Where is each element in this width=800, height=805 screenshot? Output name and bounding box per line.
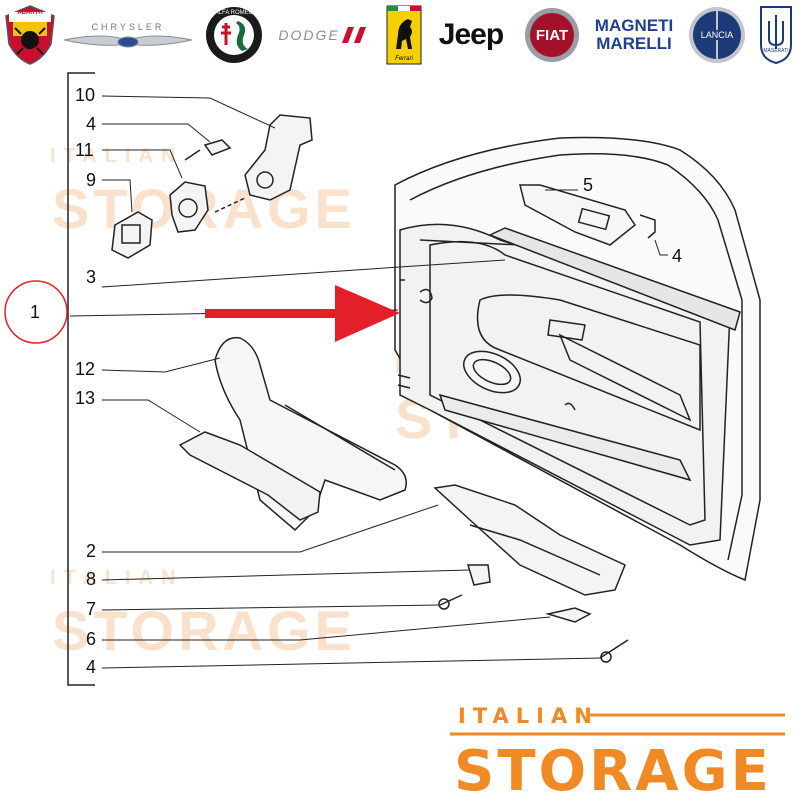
watermark-bottom-line1: ITALIAN [50, 567, 183, 589]
italian-storage-logo: ITALIAN STORAGE [440, 700, 800, 804]
callout-label: 1 [30, 302, 40, 322]
callout-label: 12 [75, 359, 95, 379]
callout-label: 11 [75, 140, 94, 160]
dodge-name: DODGE [278, 27, 340, 43]
magneti-marelli-logo: MAGNETI MARELLI [588, 4, 680, 66]
ferrari-name: Ferrari [395, 56, 413, 62]
abarth-logo: ABARTH [2, 4, 58, 66]
lancia-logo: LANCIA [686, 4, 748, 66]
callout-label: 3 [86, 267, 96, 287]
brand-logo-bar: ABARTH CHRYSLER ALFA ROMEO DODGE [0, 0, 800, 70]
highlight-circle [4, 280, 68, 344]
abarth-name: ABARTH [17, 10, 43, 16]
footer-logo-line1: ITALIAN [458, 704, 599, 728]
footer-logo-line2: STORAGE [454, 739, 772, 800]
red-pointer-arrow [205, 285, 400, 342]
watermark-bottom-line2: STORAGE [52, 599, 356, 662]
watermark-bottom: ITALIAN STORAGE [50, 567, 356, 662]
maserati-logo: MASERATI [756, 4, 796, 66]
chrysler-name: CHRYSLER [91, 22, 165, 32]
watermark-top-line1: ITALIAN [50, 145, 183, 167]
maserati-name: MASERATI [763, 48, 789, 54]
fiat-name: FIAT [535, 26, 569, 44]
fiat-logo: FIAT [522, 4, 582, 66]
chrysler-logo: CHRYSLER [62, 4, 194, 66]
dodge-logo: DODGE [270, 4, 376, 66]
ferrari-logo: Ferrari [385, 4, 423, 66]
callout-label: 2 [86, 541, 96, 561]
callout-label: 10 [75, 85, 95, 105]
alfa-romeo-logo: ALFA ROMEO [203, 4, 265, 66]
door-assembly [394, 136, 761, 582]
callout-labels: 10 4 11 9 3 1 12 13 2 8 7 6 4 5 4 [30, 85, 682, 677]
callout-label: 4 [672, 246, 682, 266]
marelli-name: MARELLI [596, 34, 672, 53]
callout-label: 7 [86, 599, 96, 619]
alfa-romeo-name: ALFA ROMEO [214, 10, 254, 16]
callout-bracket [67, 72, 95, 686]
lancia-name: LANCIA [698, 30, 736, 40]
callout-label: 6 [86, 629, 96, 649]
callout-label: 13 [75, 388, 95, 408]
jeep-logo: Jeep [428, 4, 514, 66]
callout-label: 4 [86, 657, 96, 677]
upper-hinge-parts [111, 114, 313, 259]
callout-label: 5 [583, 175, 593, 195]
jeep-name: Jeep [438, 18, 504, 51]
armrest-parts [178, 336, 629, 663]
callout-label: 9 [86, 170, 96, 190]
magneti-name: MAGNETI [594, 16, 674, 35]
callout-label: 8 [86, 569, 96, 589]
callout-label: 4 [86, 114, 96, 134]
